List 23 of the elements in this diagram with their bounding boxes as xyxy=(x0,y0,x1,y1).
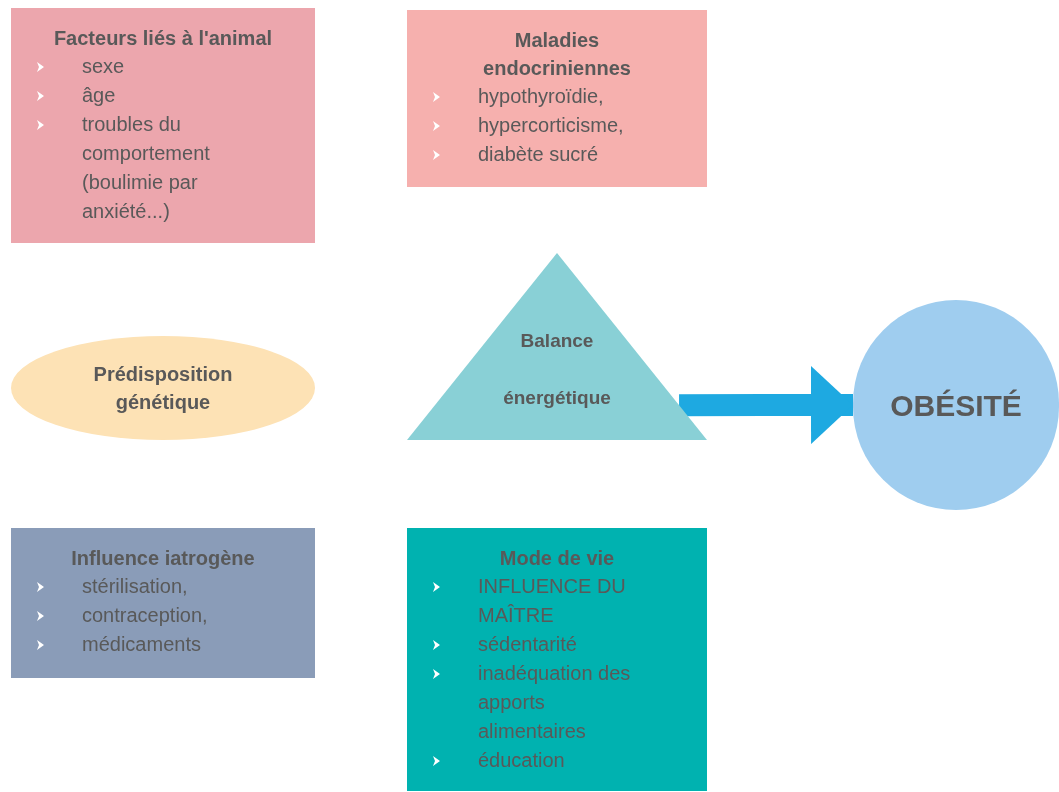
outcome-label: OBÉSITÉ xyxy=(890,387,1022,424)
box-heading: Influence iatrogène xyxy=(70,546,256,571)
box-heading: Mode de vie xyxy=(498,546,616,571)
list-item: diabète sucré xyxy=(478,142,600,167)
list-item: contraception, xyxy=(82,603,209,628)
category-box xyxy=(407,10,707,187)
list-item: âge xyxy=(82,83,117,108)
triangle-label: Balance énergétique xyxy=(502,329,612,410)
list-item: stérilisation, xyxy=(82,574,189,599)
list-item: hypothyroïdie, xyxy=(478,84,605,109)
category-box xyxy=(11,8,315,243)
list-item: éducation xyxy=(478,748,566,773)
category-box xyxy=(11,528,315,678)
list-item: sédentarité xyxy=(478,632,578,657)
ellipse-label: Prédisposition génétique xyxy=(92,362,234,415)
list-item: sexe xyxy=(82,54,126,79)
list-item: médicaments xyxy=(82,632,202,657)
list-item: hypercorticisme, xyxy=(478,113,625,138)
box-heading: Facteurs liés à l'animal xyxy=(52,26,274,51)
category-box xyxy=(407,528,707,791)
block-arrow xyxy=(679,366,853,445)
list-item: troubles du comportement (boulimie par anxiété...) xyxy=(82,112,211,224)
balance-triangle xyxy=(407,253,707,440)
